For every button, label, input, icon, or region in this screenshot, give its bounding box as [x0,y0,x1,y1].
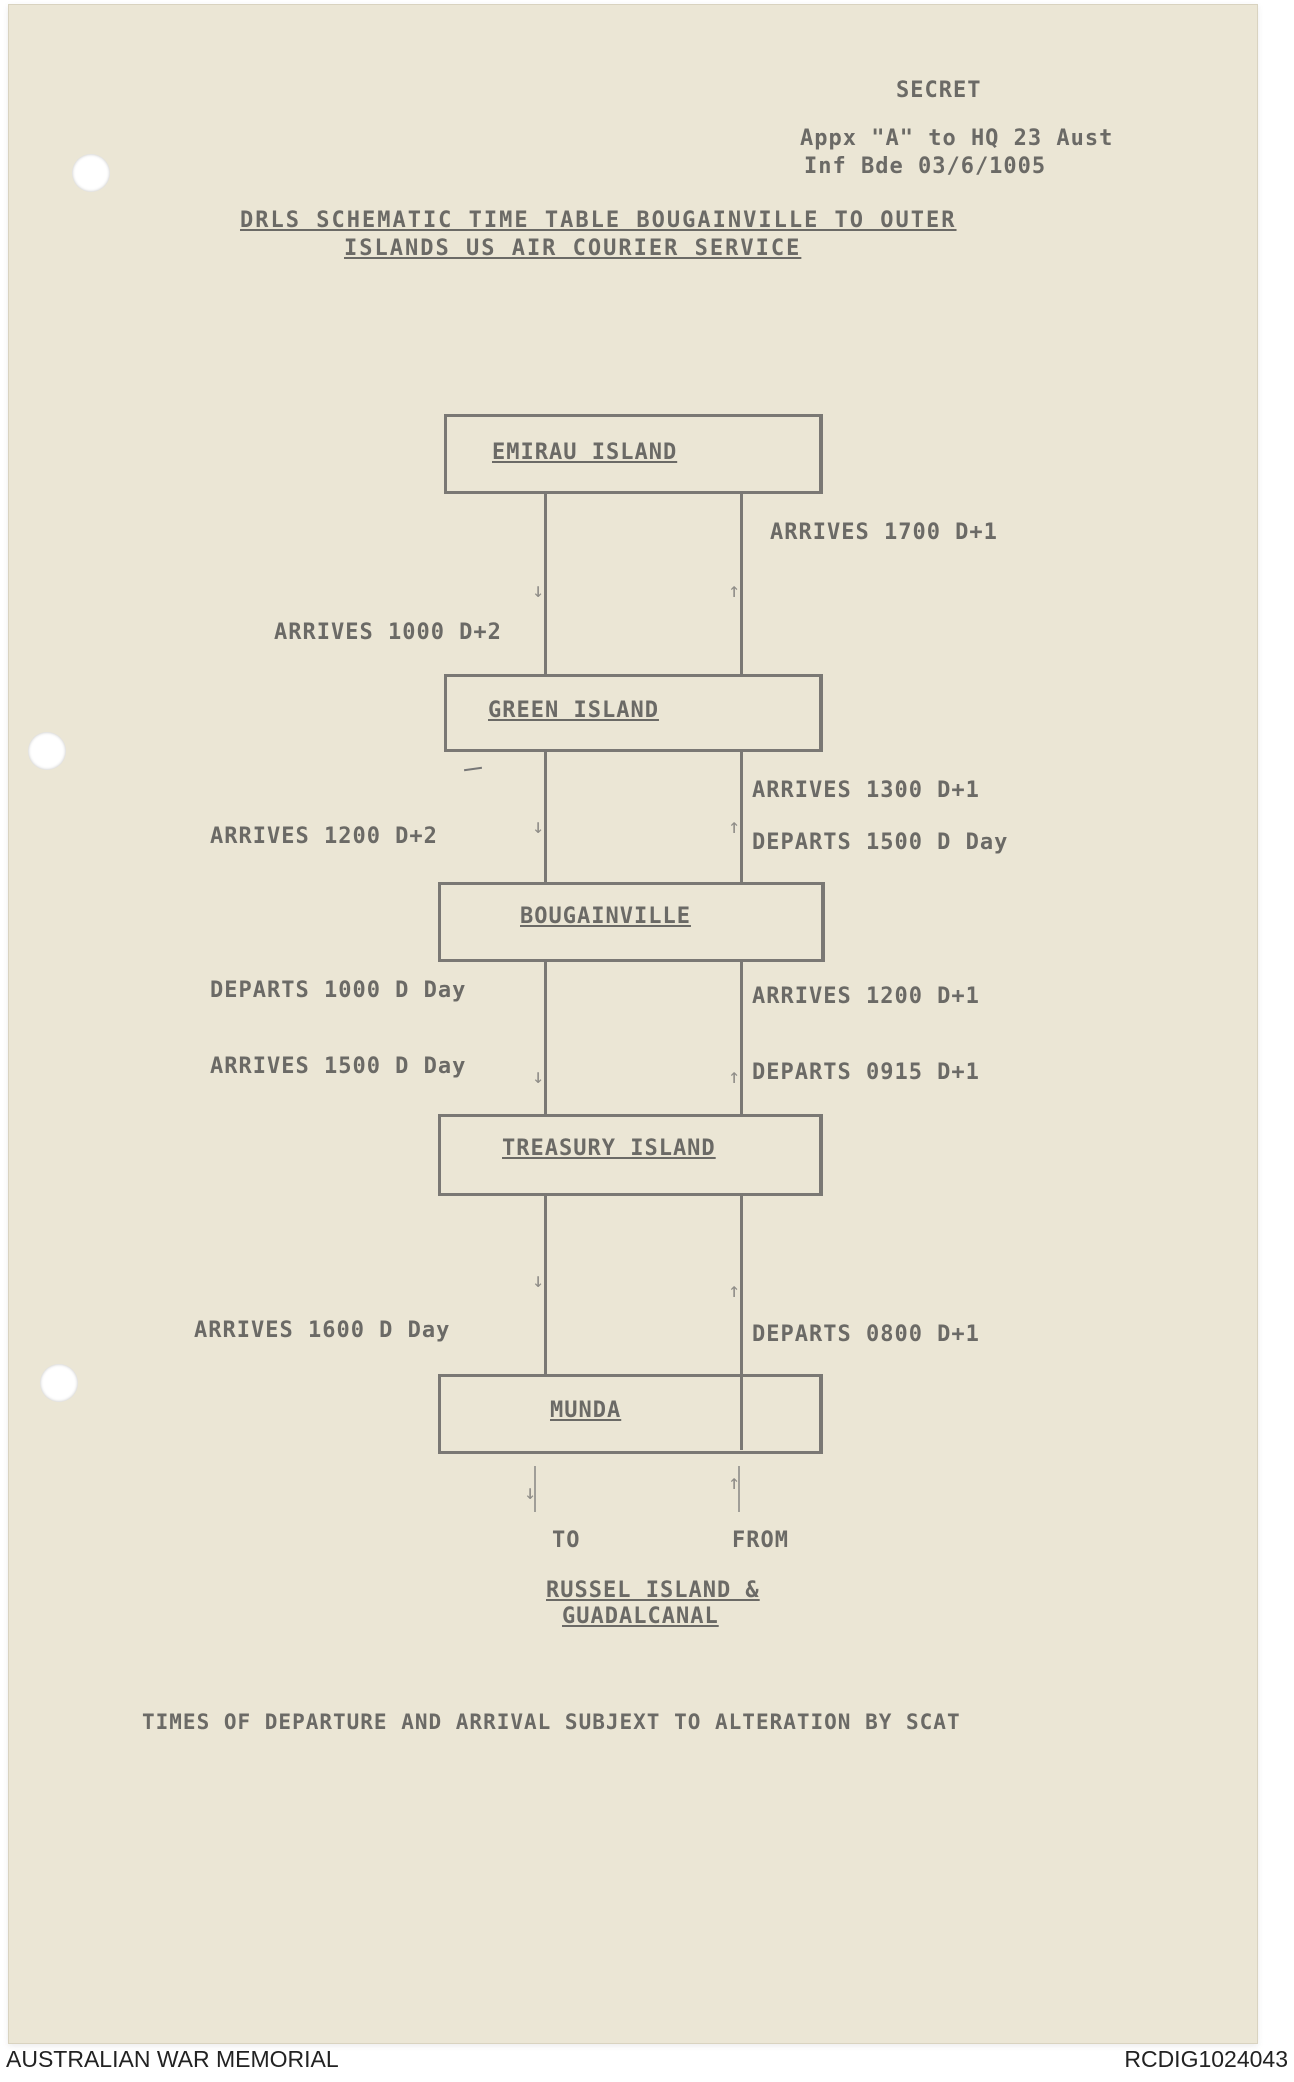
arrow-up-icon: ↑ [728,1278,741,1302]
arrow-up-icon: ↑ [728,1064,741,1088]
station-box-treasury [438,1114,823,1196]
station-label-bougainville: BOUGAINVILLE [520,904,691,929]
leg-time-right: DEPARTS 0915 D+1 [752,1060,980,1085]
arrow-down-icon: ↓ [532,1064,545,1088]
pencil-mark [463,766,483,772]
leg-time-left: ARRIVES 1600 D Day [194,1318,451,1343]
arrow-up-icon: ↑ [728,814,741,838]
leg-time-right: DEPARTS 1500 D Day [752,830,1009,855]
punch-hole-middle [28,732,66,770]
leg-time-left: ARRIVES 1200 D+2 [210,824,438,849]
route-line-up-bougainville-green [740,749,743,882]
arrow-down-icon: ↓ [524,1480,537,1504]
archive-credit: AUSTRALIAN WAR MEMORIAL [6,2046,339,2072]
leg-time-right: DEPARTS 0800 D+1 [752,1322,980,1347]
route-line-up-treasury-bougainville [740,959,743,1114]
route-line-down-emirau-green [544,491,547,674]
document-title-line1: DRLS SCHEMATIC TIME TABLE BOUGAINVILLE T… [240,208,957,233]
route-line-down-green-bougainville [544,749,547,882]
leg-time-right: ARRIVES 1200 D+1 [752,984,980,1009]
archive-reference-id: RCDIG1024043 [1124,2046,1288,2072]
document-title-line2: ISLANDS US AIR COURIER SERVICE [344,236,802,261]
appendix-reference-line1: Appx "A" to HQ 23 Aust [800,126,1114,151]
document-page: SECRET Appx "A" to HQ 23 Aust Inf Bde 03… [8,4,1258,2044]
destination-line1: RUSSEL ISLAND & [546,1578,760,1603]
timetable-note: TIMES OF DEPARTURE AND ARRIVAL SUBJEXT T… [142,1710,961,1734]
route-line-from-destination [738,1466,740,1512]
route-line-down-treasury-munda [544,1193,547,1374]
station-box-bougainville [438,882,825,962]
arrow-up-icon: ↑ [728,1470,741,1494]
station-label-emirau: EMIRAU ISLAND [492,440,678,465]
arrow-up-icon: ↑ [728,578,741,602]
station-box-green [444,674,823,752]
station-label-treasury: TREASURY ISLAND [502,1136,716,1161]
route-line-up-green-emirau [740,491,743,674]
arrow-down-icon: ↓ [532,578,545,602]
leg-time-left: ARRIVES 1500 D Day [210,1054,467,1079]
leg-time-right: ARRIVES 1700 D+1 [770,520,998,545]
station-label-munda: MUNDA [550,1398,622,1423]
punch-hole-bottom [40,1364,78,1402]
route-line-to-destination [534,1466,536,1512]
appendix-reference-line2: Inf Bde 03/6/1005 [804,154,1047,179]
classification-label: SECRET [896,78,982,103]
station-box-emirau [444,414,823,494]
to-label: TO [552,1528,581,1553]
munda-box-divider [740,1376,743,1450]
leg-time-right: ARRIVES 1300 D+1 [752,778,980,803]
from-label: FROM [732,1528,789,1553]
arrow-down-icon: ↓ [532,814,545,838]
leg-time-left: DEPARTS 1000 D Day [210,978,467,1003]
destination-line2: GUADALCANAL [562,1604,719,1629]
station-label-green: GREEN ISLAND [488,698,659,723]
station-box-munda [438,1374,823,1454]
punch-hole-top [72,154,110,192]
arrow-down-icon: ↓ [532,1268,545,1292]
leg-time-left: ARRIVES 1000 D+2 [274,620,502,645]
route-line-down-bougainville-treasury [544,959,547,1114]
route-line-up-munda-treasury [740,1193,743,1374]
